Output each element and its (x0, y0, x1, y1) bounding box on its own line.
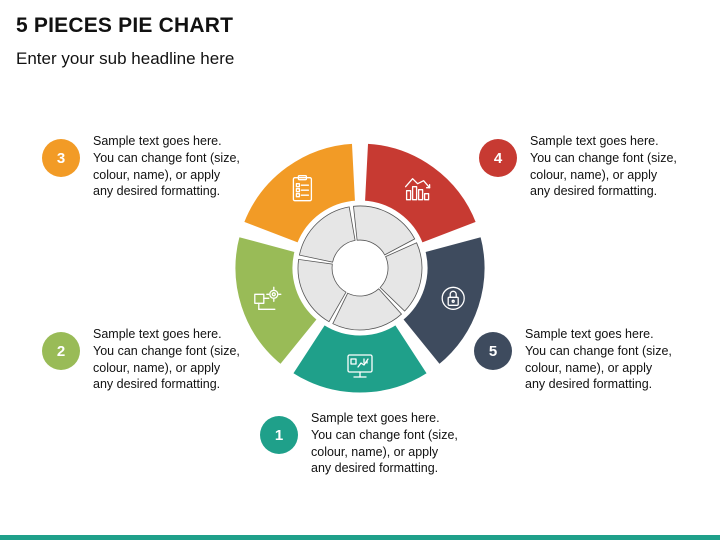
description-5-line-2: You can change font (size, (525, 343, 672, 358)
description-5: Sample text goes here. You can change fo… (525, 326, 672, 393)
outer-segment-2 (232, 233, 320, 368)
description-2-line-4: any desired formatting. (93, 377, 221, 392)
page-subtitle: Enter your sub headline here (16, 49, 235, 68)
description-4: Sample text goes here. You can change fo… (530, 133, 677, 200)
inner-segment-1 (332, 288, 403, 331)
inner-segment-5 (379, 242, 423, 312)
description-1-line-1: Sample text goes here. (311, 411, 440, 425)
outer-segment-4 (362, 140, 480, 246)
description-2-line-3: colour, name), or apply (93, 360, 221, 375)
description-4-line-4: any desired formatting. (530, 184, 658, 199)
description-5-line-4: any desired formatting. (525, 377, 653, 392)
description-4-line-1: Sample text goes here. (530, 134, 659, 148)
description-3: Sample text goes here. You can change fo… (93, 133, 240, 200)
description-4-line-2: You can change font (size, (530, 150, 677, 165)
description-4-line-3: colour, name), or apply (530, 167, 658, 182)
inner-segment-4 (353, 205, 416, 256)
badge-5: 5 (474, 332, 512, 370)
circuit-gear-icon (254, 286, 282, 310)
description-2-line-2: You can change font (size, (93, 343, 240, 358)
bar-chart-trend-icon (404, 178, 431, 201)
description-1-line-2: You can change font (size, (311, 427, 458, 442)
description-5-line-1: Sample text goes here. (525, 327, 654, 341)
monitor-chart-icon (347, 354, 373, 378)
inner-segment-2 (297, 258, 347, 323)
description-1: Sample text goes here. You can change fo… (311, 410, 458, 477)
description-2: Sample text goes here. You can change fo… (93, 326, 240, 393)
outer-segment-1 (289, 321, 431, 396)
description-2-line-1: Sample text goes here. (93, 327, 222, 341)
description-1-line-4: any desired formatting. (311, 461, 439, 476)
description-1-line-3: colour, name), or apply (311, 444, 439, 459)
description-3-line-2: You can change font (size, (93, 150, 240, 165)
inner-segment-3 (298, 206, 356, 263)
badge-1: 1 (260, 416, 298, 454)
description-3-line-1: Sample text goes here. (93, 134, 222, 148)
center-hole (334, 242, 386, 294)
footer-bar (0, 535, 720, 540)
description-3-line-4: any desired formatting. (93, 184, 221, 199)
outer-segment-5 (400, 233, 488, 368)
clipboard-checklist-icon (292, 175, 313, 202)
description-5-line-3: colour, name), or apply (525, 360, 653, 375)
description-3-line-3: colour, name), or apply (93, 167, 221, 182)
page-title: 5 PIECES PIE CHART (16, 14, 234, 37)
lock-cycle-icon (441, 286, 465, 310)
badge-4: 4 (479, 139, 517, 177)
badge-3: 3 (42, 139, 80, 177)
badge-2: 2 (42, 332, 80, 370)
